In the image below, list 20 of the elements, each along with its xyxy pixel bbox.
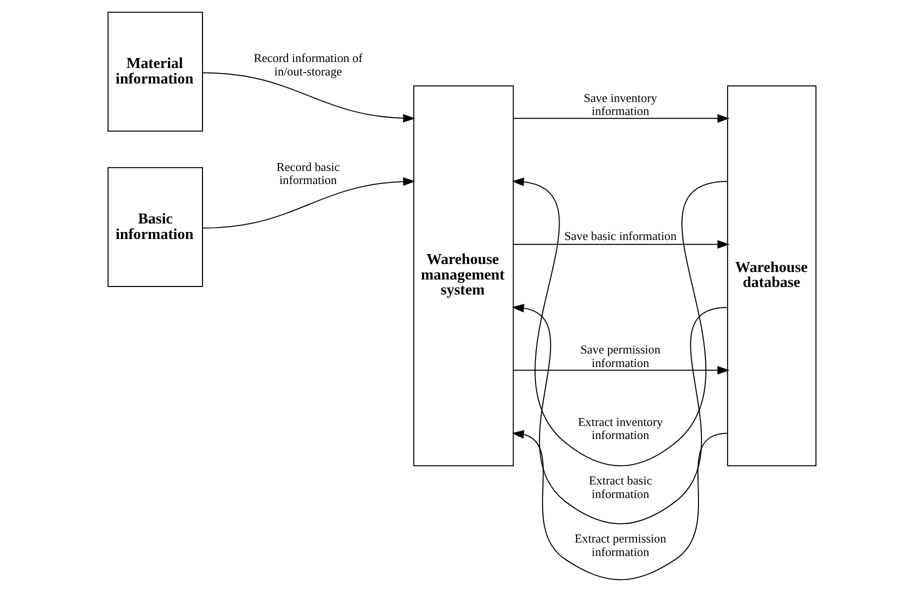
arrow xyxy=(513,240,730,249)
arrow xyxy=(202,177,416,229)
edge-label: Extract permission information xyxy=(574,532,666,559)
arrow xyxy=(513,366,730,375)
edge-label: Extract inventory information xyxy=(578,414,663,442)
arrow xyxy=(512,430,728,580)
edge-label: Save inventory information xyxy=(584,90,658,118)
node-box: Warehouse database xyxy=(727,85,816,466)
arrow xyxy=(202,72,416,122)
edge-label: Save basic information xyxy=(564,228,677,243)
arrow xyxy=(512,178,728,466)
arrow xyxy=(513,114,730,123)
edge-label: Record basic information xyxy=(276,160,340,188)
edge-label: Record information of in/out-storage xyxy=(254,51,363,78)
edge-label: Save permission information xyxy=(580,342,660,370)
node-box: Basic information xyxy=(108,167,204,288)
arrow xyxy=(512,304,728,524)
edge-label: Extract basic information xyxy=(588,474,652,501)
node-box: Material information xyxy=(108,12,204,132)
node-box: Warehouse management system xyxy=(413,85,514,466)
